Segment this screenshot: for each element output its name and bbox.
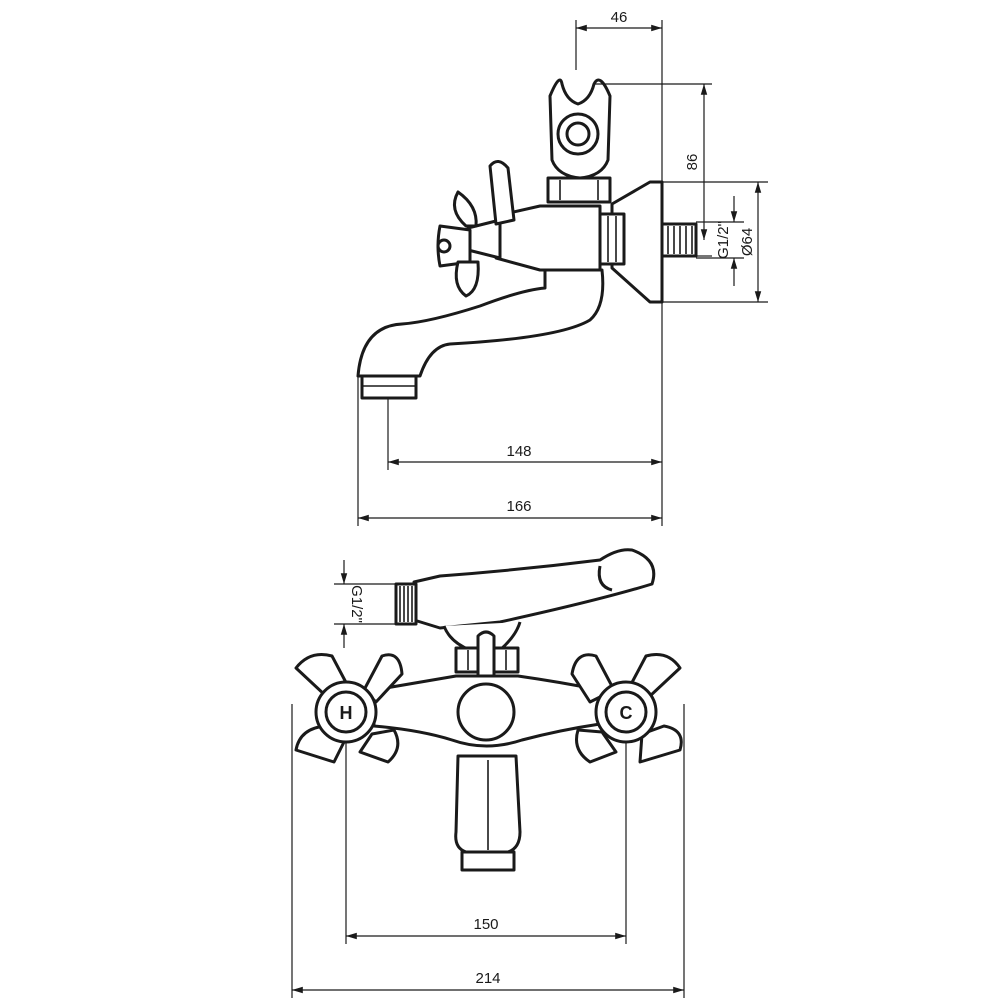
shower-holder-ring <box>556 112 600 156</box>
dim-label-side-thread: G1/2" <box>715 221 732 259</box>
spout <box>356 268 605 378</box>
shower-outlet-thread <box>394 582 418 626</box>
side-view <box>356 78 698 400</box>
holder-nut <box>546 176 612 204</box>
dim-label-front-thread: G1/2" <box>348 585 365 623</box>
dim-label-150: 150 <box>473 916 498 933</box>
shower-outlet-thread-lines <box>399 586 413 622</box>
front-view-dimensions: G1/2" 150 214 <box>291 560 685 998</box>
shower-holder-ring-inner <box>565 121 591 147</box>
dim-label-166: 166 <box>506 498 531 515</box>
hot-label: H <box>340 703 353 723</box>
dim-label-214: 214 <box>475 970 500 987</box>
front-spout-aerator <box>460 850 516 872</box>
dim-label-148: 148 <box>506 443 531 460</box>
holder-nut-flats <box>559 180 599 200</box>
valve-outlet-nut <box>598 212 626 266</box>
diverter-nut-flats <box>467 650 507 670</box>
wall-pipe-thread <box>660 222 698 258</box>
front-view: H C <box>294 548 683 872</box>
dim-label-86: 86 <box>684 154 701 171</box>
dim-label-flange-diameter: Ø64 <box>739 228 756 256</box>
side-view-dimensions: 46 86 G1/2" Ø64 148 166 <box>357 9 768 526</box>
spout-aerator <box>360 374 418 400</box>
diverter-knob <box>476 630 496 682</box>
dim-label-46: 46 <box>611 9 628 26</box>
diverter-lever-tip <box>597 565 613 592</box>
wall-pipe-thread-lines <box>667 226 693 254</box>
cold-handle: C <box>570 653 683 764</box>
center-boss <box>456 682 516 742</box>
valve-outlet-nut-lines <box>607 216 617 262</box>
side-handle <box>436 160 516 298</box>
cold-label: C <box>620 703 633 723</box>
diverter-lever <box>412 548 656 630</box>
hot-handle: H <box>294 653 404 764</box>
